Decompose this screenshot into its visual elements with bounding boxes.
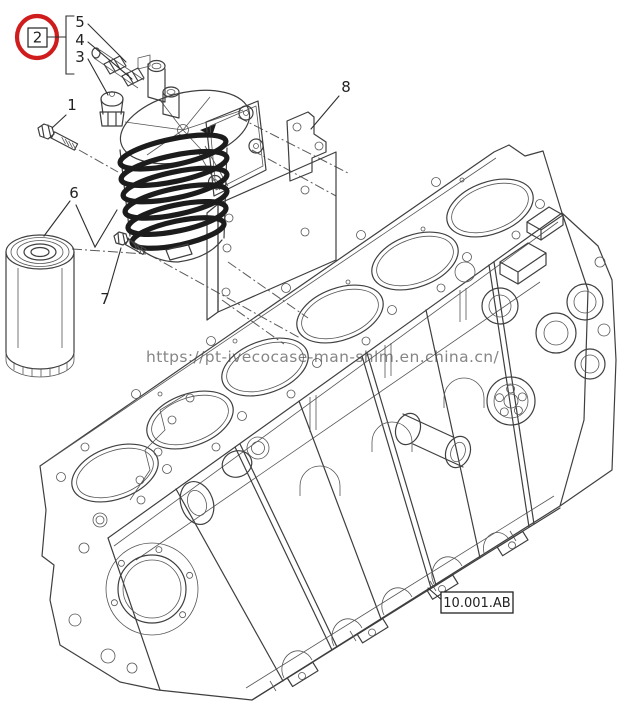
section-code-text: 10.001.AB xyxy=(443,596,510,611)
primer-pump xyxy=(99,91,125,127)
side-ribs xyxy=(175,261,535,682)
bolt-long xyxy=(37,123,79,151)
cylinder-bores xyxy=(71,178,534,503)
cooler-fins xyxy=(117,132,230,263)
watermark-text: https://pt-ivecocase-man-shlm.en.china.c… xyxy=(146,348,499,366)
callout-1: 1 xyxy=(67,96,77,114)
callout-group-bracket xyxy=(65,15,75,75)
section-code-label: 10.001.AB xyxy=(427,587,514,614)
deck-ledges xyxy=(499,206,564,285)
outlet-pipes xyxy=(137,54,180,119)
bearing-arches xyxy=(299,377,485,496)
callout-8: 8 xyxy=(341,78,351,96)
callout-2: 2 xyxy=(33,29,43,47)
head-mounting-flange xyxy=(196,100,267,197)
assembly-centerlines xyxy=(71,116,349,345)
engine-block xyxy=(39,144,617,701)
callout-5: 5 xyxy=(75,13,85,31)
front-cover-face xyxy=(129,393,270,525)
cylinder-housing xyxy=(394,412,472,469)
crank-seal-opening xyxy=(105,542,199,636)
fuel-filter-cartridge xyxy=(5,234,75,378)
inlet-fittings xyxy=(91,47,145,89)
skirt-windows xyxy=(281,532,509,679)
bolt-short xyxy=(113,231,147,255)
callout-6: 6 xyxy=(69,184,79,202)
liner-webs xyxy=(309,288,467,432)
callout-3: 3 xyxy=(75,48,85,66)
callout-annotations: 2 5 4 3 1 6 7 8 xyxy=(14,13,351,308)
front-face-bosses xyxy=(68,512,138,674)
gear-plate xyxy=(486,376,536,426)
highlighted-callout-2: 2 xyxy=(14,13,67,61)
side-bosses xyxy=(454,256,611,380)
mounting-bracket xyxy=(206,111,337,321)
oil-pan-rail xyxy=(245,495,561,701)
deck-bolt-holes xyxy=(56,177,545,505)
callout-4: 4 xyxy=(75,31,85,49)
filter-head-assembly xyxy=(91,47,267,263)
callout-7: 7 xyxy=(100,290,110,308)
